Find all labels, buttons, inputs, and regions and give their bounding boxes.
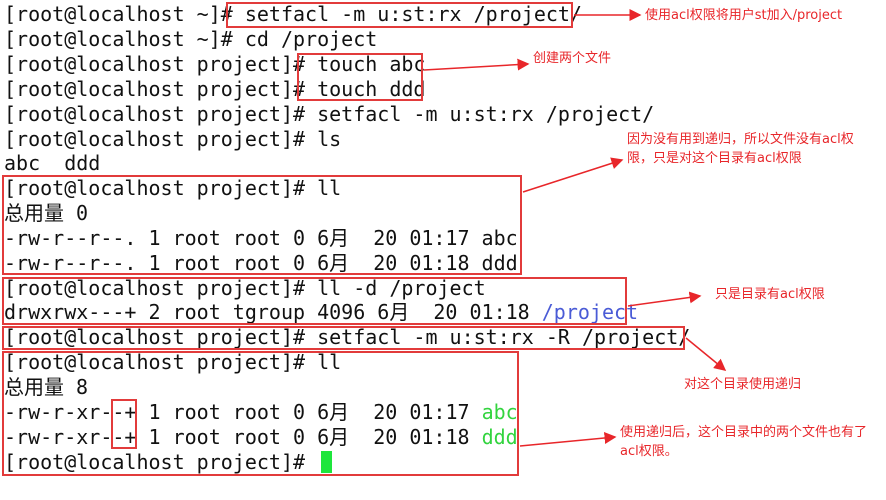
annotation-note: 使用递归后，这个目录中的两个文件也有了acl权限。 bbox=[620, 425, 868, 459]
command: ll -d /project bbox=[317, 276, 486, 300]
output-text: -rw-r-xr-- bbox=[4, 400, 125, 424]
prompt: [root@localhost project]# bbox=[4, 77, 318, 101]
file-name: ddd bbox=[481, 425, 518, 449]
command: ls bbox=[317, 127, 342, 151]
command: ll bbox=[317, 176, 342, 200]
terminal-output: drwxrwx---+ 2 root tgroup 4096 6月 20 01:… bbox=[4, 300, 638, 325]
terminal-cursor bbox=[321, 451, 333, 473]
prompt: [root@localhost project]# bbox=[4, 276, 318, 300]
highlight-box bbox=[2, 175, 522, 275]
output-text: -rw-r--r--. 1 root root 0 6月 20 01:18 dd… bbox=[4, 251, 518, 275]
annotation-note: 因为没有用到递归，所以文件没有acl权限，只是对这个目录有acl权限 bbox=[627, 132, 854, 166]
output-text: -rw-r-xr-- bbox=[4, 425, 125, 449]
terminal-line: [root@localhost project]# setfacl -m u:s… bbox=[4, 102, 654, 127]
output-text: drwxrwx---+ 2 root tgroup 4096 6月 20 01:… bbox=[4, 300, 542, 324]
prompt: [root@localhost project]# bbox=[4, 325, 318, 349]
directory-name: /project bbox=[541, 300, 639, 324]
acl-mark: + bbox=[124, 400, 137, 424]
annotation-note: 只是目录有acl权限 bbox=[715, 287, 825, 302]
annotation-note: 使用acl权限将用户st加入/project bbox=[645, 8, 843, 23]
terminal-output: -rw-r-xr--+ 1 root root 0 6月 20 01:17 ab… bbox=[4, 400, 518, 425]
output-text: abc ddd bbox=[4, 151, 101, 175]
prompt: [root@localhost project]# bbox=[4, 52, 318, 76]
output-text: 总用量 0 bbox=[4, 201, 89, 225]
arrow bbox=[519, 432, 617, 447]
terminal-line: [root@localhost project]# setfacl -m u:s… bbox=[4, 325, 690, 350]
command: cd /project bbox=[244, 27, 378, 51]
terminal-output: -rw-r-xr--+ 1 root root 0 6月 20 01:18 dd… bbox=[4, 425, 518, 450]
prompt: [root@localhost project]# bbox=[4, 350, 318, 374]
prompt: [root@localhost project]# bbox=[4, 450, 318, 474]
output-text: -rw-r--r--. 1 root root 0 6月 20 01:17 ab… bbox=[4, 226, 518, 250]
output-text: 总用量 8 bbox=[4, 375, 89, 399]
arrow bbox=[522, 157, 624, 193]
highlight-box bbox=[2, 326, 685, 350]
annotation-note: 创建两个文件 bbox=[533, 51, 612, 66]
command: setfacl -m u:st:rx -R /project/ bbox=[317, 325, 691, 349]
command: setfacl -m u:st:rx /project/ bbox=[317, 102, 655, 126]
annotation-note: 对这个目录使用递归 bbox=[684, 377, 802, 392]
terminal-line: [root@localhost project]# touch abc bbox=[4, 52, 425, 77]
highlight-box bbox=[2, 277, 627, 325]
file-name: abc bbox=[481, 400, 518, 424]
prompt: [root@localhost project]# bbox=[4, 102, 318, 126]
terminal-line: [root@localhost project]# ll bbox=[4, 350, 341, 375]
arrow bbox=[627, 291, 702, 307]
command: ll bbox=[317, 350, 342, 374]
terminal-output: 总用量 0 bbox=[4, 201, 88, 226]
command: setfacl -m u:st:rx /project/ bbox=[244, 2, 582, 26]
prompt: [root@localhost ~]# bbox=[4, 27, 245, 51]
output-text: 1 root root 0 6月 20 01:17 bbox=[136, 400, 482, 424]
command: touch ddd bbox=[317, 77, 426, 101]
terminal-output: 总用量 8 bbox=[4, 375, 88, 400]
terminal-line[interactable]: [root@localhost project]# bbox=[4, 450, 333, 475]
arrow bbox=[685, 337, 727, 371]
prompt: [root@localhost project]# bbox=[4, 127, 318, 151]
output-text: 1 root root 0 6月 20 01:18 bbox=[136, 425, 482, 449]
terminal-line: [root@localhost project]# ll bbox=[4, 176, 341, 201]
highlight-box bbox=[2, 351, 519, 476]
highlight-box bbox=[111, 399, 137, 449]
terminal-line: [root@localhost project]# touch ddd bbox=[4, 77, 425, 102]
highlight-box bbox=[297, 53, 423, 101]
acl-mark: + bbox=[124, 425, 137, 449]
arrow bbox=[423, 58, 530, 71]
prompt: [root@localhost project]# bbox=[4, 176, 318, 200]
command: touch abc bbox=[317, 52, 426, 76]
terminal-line: [root@localhost project]# ls bbox=[4, 127, 341, 152]
terminal-line: [root@localhost project]# ll -d /project bbox=[4, 276, 486, 301]
terminal-output: -rw-r--r--. 1 root root 0 6月 20 01:17 ab… bbox=[4, 226, 518, 251]
terminal-line: [root@localhost ~]# cd /project bbox=[4, 27, 377, 52]
highlight-box bbox=[226, 2, 573, 28]
terminal-output: -rw-r--r--. 1 root root 0 6月 20 01:18 dd… bbox=[4, 251, 518, 276]
terminal-output: abc ddd bbox=[4, 151, 100, 176]
